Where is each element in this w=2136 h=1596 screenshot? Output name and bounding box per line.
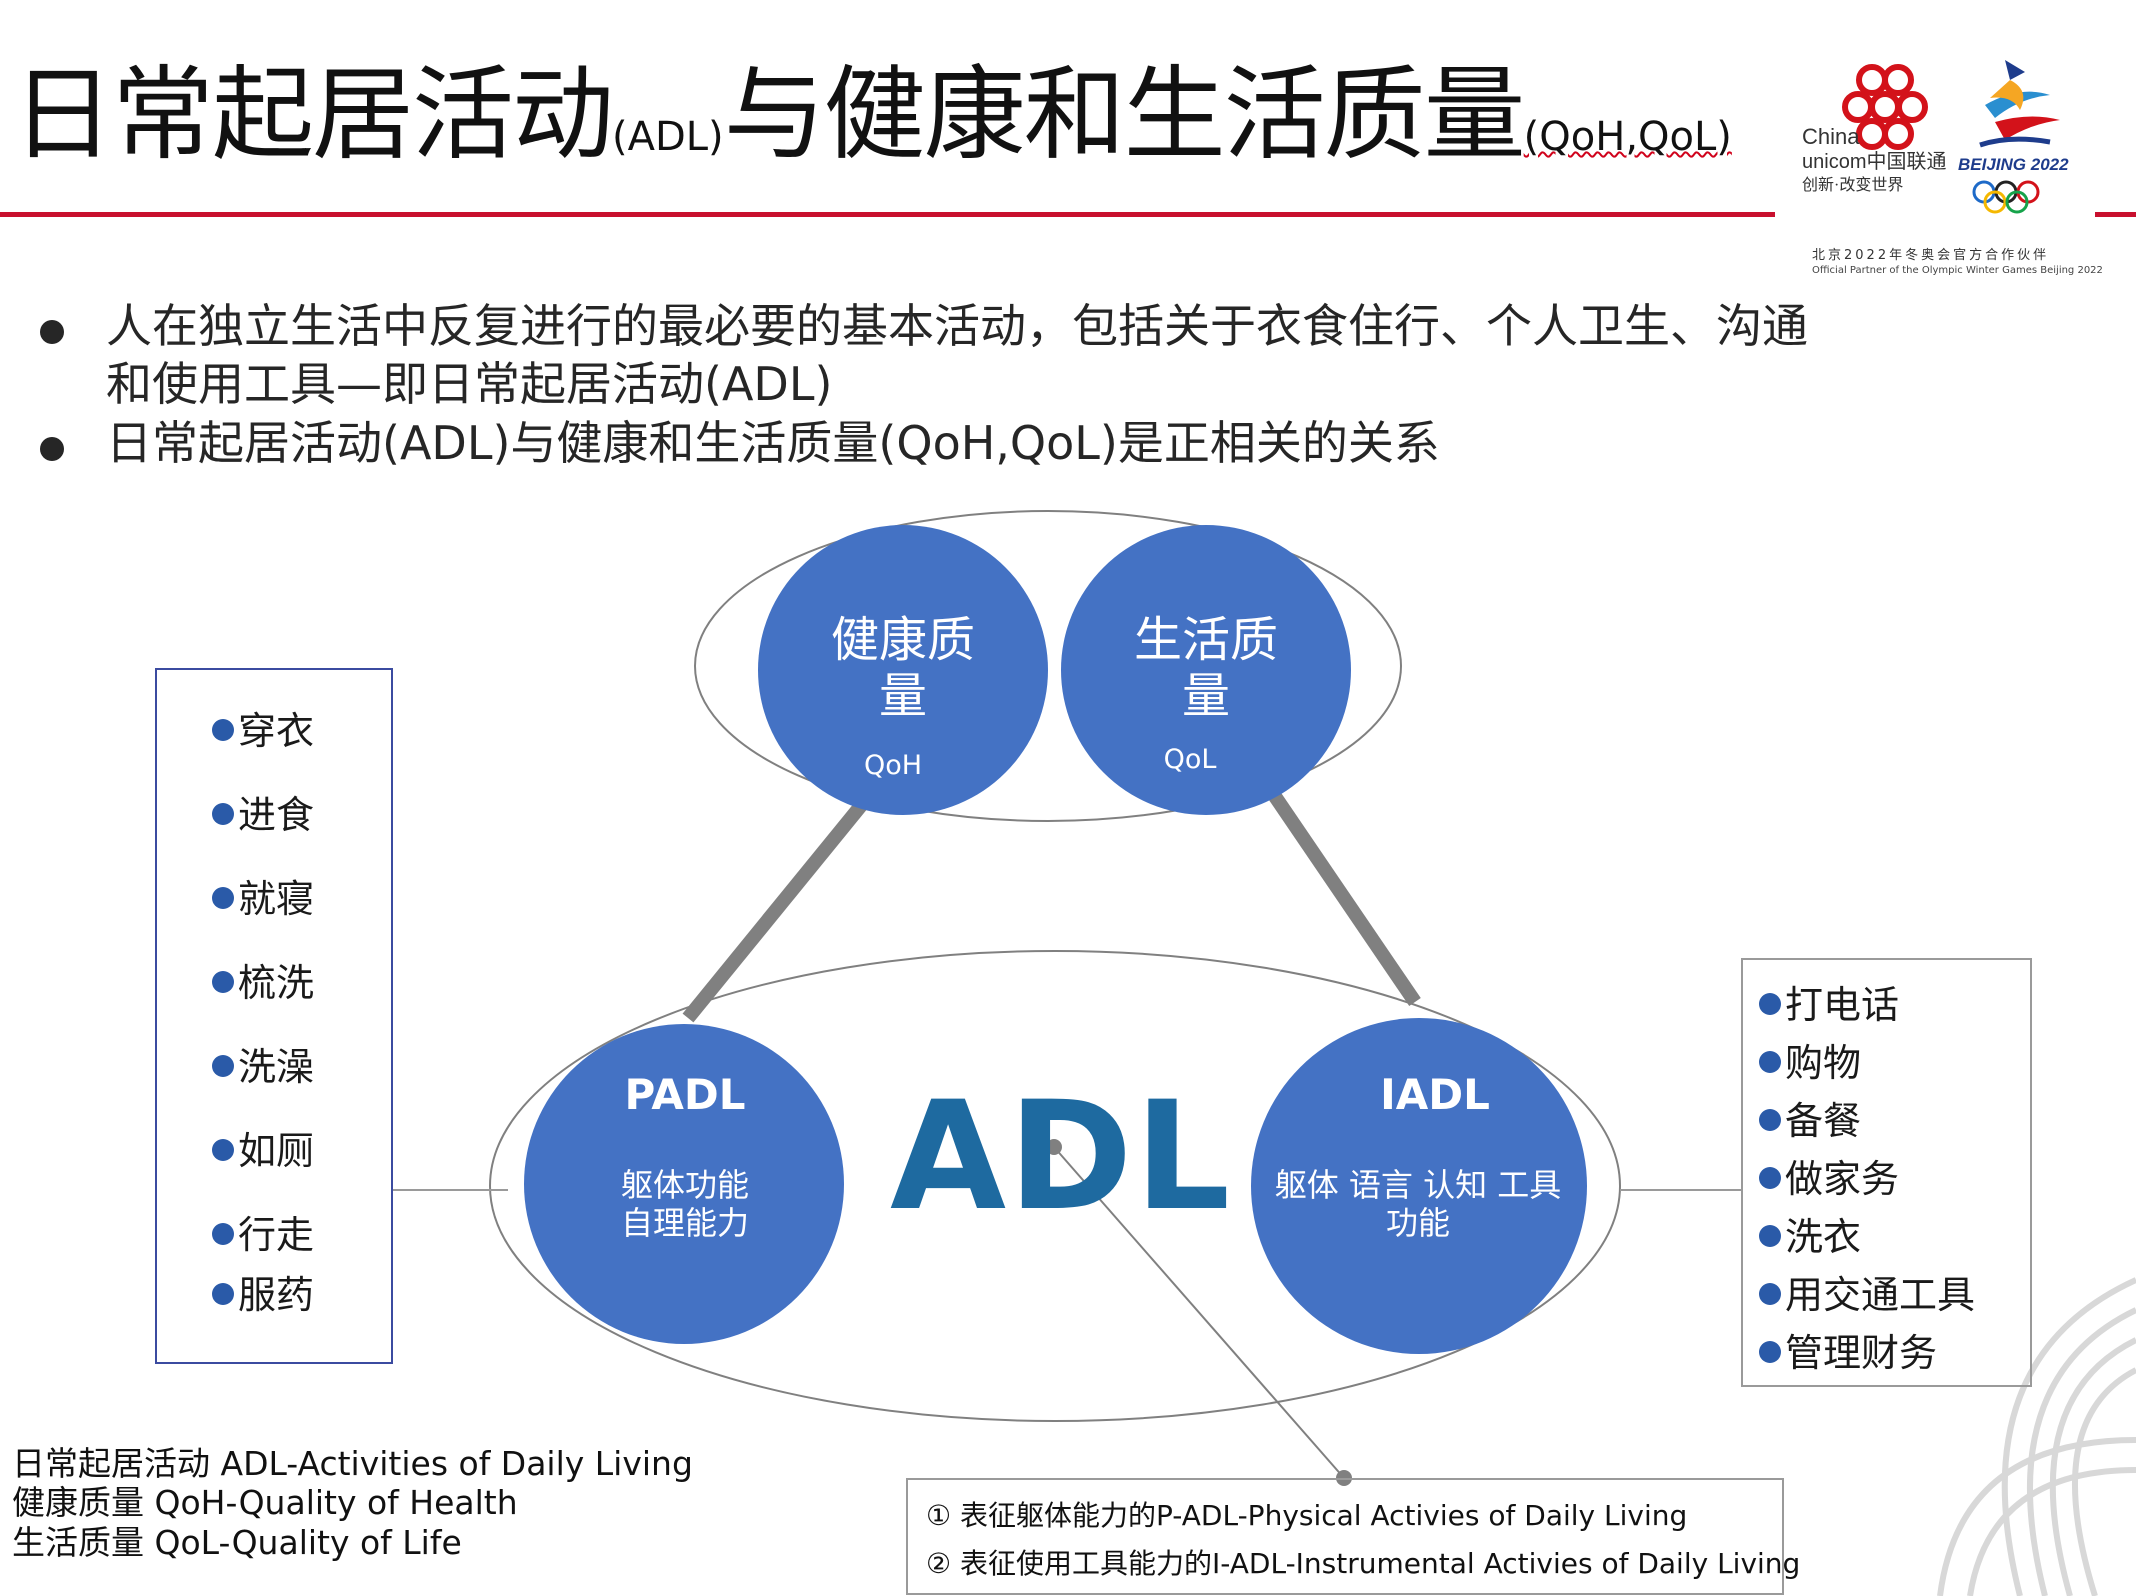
bullet-dot (1759, 1283, 1781, 1305)
bullet-dot (212, 1055, 234, 1077)
quality-group-ellipse (694, 510, 1402, 822)
bullet-item-1: 人在独立生活中反复进行的最必要的基本活动，包括关于衣食住行、个人卫生、沟通 (40, 298, 1940, 354)
padl-desc-line2: 自理能力 (620, 1204, 749, 1242)
adl-center-label: ADL (890, 1070, 1233, 1244)
list-item: 购物 (1759, 1032, 1861, 1087)
logo-unicom-slogan: 创新·改变世界 (1802, 176, 1903, 194)
qoh-abbr: QoH (863, 750, 923, 781)
iadl-circle (1251, 1018, 1587, 1354)
iadl-desc-line2: 功能 (1385, 1204, 1450, 1242)
connector-qol-iadl (1266, 788, 1421, 1006)
iadl-desc: 躯体 语言 认知 工具 功能 (1268, 1166, 1568, 1242)
iadl-title: IADL (1380, 1070, 1490, 1119)
glossary-qoh: 健康质量 QoH-Quality of Health (12, 1483, 518, 1522)
qol-label-line1: 生活质 (1133, 612, 1278, 668)
qoh-label-line1: 健康质 (830, 612, 975, 668)
list-item: 行走 (212, 1204, 314, 1259)
list-item: 如厕 (212, 1120, 314, 1175)
padl-circle (524, 1024, 844, 1344)
logo-beijing-text: BEIJING 2022 (1958, 155, 2069, 174)
sponsor-text-cn: 北京2022年冬奥会官方合作伙伴 (1812, 248, 2050, 263)
list-item: 管理财务 (1759, 1322, 1937, 1377)
list-item: 用交通工具 (1759, 1264, 1975, 1319)
list-item: 备餐 (1759, 1090, 1861, 1145)
padl-desc-line1: 躯体功能 (620, 1166, 749, 1204)
china-unicom-logo: China unicom中国联通 创新·改变世界 (1802, 64, 1946, 194)
bullet-dot (1759, 1225, 1781, 1247)
bullet-dot (212, 971, 234, 993)
pointer-dot-top (1046, 1139, 1062, 1155)
bullet-dot (212, 887, 234, 909)
pointer-line (1053, 1146, 1345, 1479)
list-item: 服药 (212, 1264, 314, 1319)
list-item: 就寝 (212, 868, 314, 923)
connector-qoh-padl (682, 792, 874, 1023)
glossary-adl: 日常起居活动 ADL-Activities of Daily Living (12, 1444, 693, 1483)
list-item: 进食 (212, 784, 314, 839)
bullet-1-line2: 和使用工具—即日常起居活动(ADL) (106, 357, 833, 411)
bullet-dot (40, 437, 64, 461)
qoh-circle (758, 525, 1048, 815)
note-padl: ① 表征躯体能力的P-ADL-Physical Activies of Dail… (926, 1499, 1688, 1532)
bullet-dot (1759, 1167, 1781, 1189)
iadl-desc-line1: 躯体 语言 认知 工具 (1274, 1166, 1562, 1204)
bullet-item-1-cont: 和使用工具—即日常起居活动(ADL) (40, 356, 1940, 412)
bullet-dot (1759, 1109, 1781, 1131)
list-item: 做家务 (1759, 1148, 1899, 1203)
qol-circle (1061, 525, 1351, 815)
bullet-1-line1: 人在独立生活中反复进行的最必要的基本活动，包括关于衣食住行、个人卫生、沟通 (106, 299, 1808, 353)
bullet-dot (212, 1223, 234, 1245)
glossary-qol: 生活质量 QoL-Quality of Life (12, 1523, 462, 1562)
adl-notes-box: ① 表征躯体能力的P-ADL-Physical Activies of Dail… (906, 1478, 1800, 1595)
bullet-dot (1759, 1051, 1781, 1073)
bullet-item-2: 日常起居活动(ADL)与健康和生活质量(QoH,QoL)是正相关的关系 (40, 415, 1940, 471)
bullet-2-line1: 日常起居活动(ADL)与健康和生活质量(QoH,QoL)是正相关的关系 (106, 416, 1440, 470)
list-item: 梳洗 (212, 952, 314, 1007)
bullet-dot (212, 719, 234, 741)
title-part1: 日常起居活动 (12, 56, 614, 175)
bullet-dot (212, 1283, 234, 1305)
note-iadl: ② 表征使用工具能力的I-ADL-Instrumental Activies o… (926, 1547, 1801, 1580)
beijing-2022-logo: BEIJING 2022 (1958, 60, 2069, 214)
qol-label-line2: 量 (1181, 668, 1230, 724)
bullet-dot (1759, 993, 1781, 1015)
list-item: 洗衣 (1759, 1206, 1861, 1261)
qol-abbr: QoL (1163, 744, 1217, 775)
list-item: 打电话 (1759, 974, 1899, 1029)
title-underline-right (2095, 212, 2136, 217)
padl-activities-box: 穿衣 进食 就寝 梳洗 洗澡 如厕 行走 服药 (155, 668, 393, 1364)
bullet-dot (212, 803, 234, 825)
bullet-dot (40, 320, 64, 344)
logo-unicom-en1: China (1802, 124, 1860, 149)
qoh-label-line2: 量 (878, 668, 927, 724)
list-item: 穿衣 (212, 700, 314, 755)
padl-desc: 躯体功能 自理能力 (585, 1166, 785, 1242)
bullet-dot (212, 1139, 234, 1161)
adl-group-ellipse (489, 950, 1621, 1422)
sponsor-text-en: Official Partner of the Olympic Winter G… (1812, 265, 2103, 276)
page-title: 日常起居活动(ADL)与健康和生活质量(QoH,QoL) (12, 55, 1732, 177)
padl-title: PADL (624, 1070, 746, 1119)
title-underline (0, 212, 1775, 217)
qol-circle-label: 生活质 量 (1106, 612, 1306, 724)
qoh-circle-label: 健康质 量 (803, 612, 1003, 724)
list-item: 洗澡 (212, 1036, 314, 1091)
iadl-activities-box: 打电话 购物 备餐 做家务 洗衣 用交通工具 管理财务 (1741, 958, 2032, 1387)
logo-unicom-en2: unicom中国联通 (1802, 150, 1946, 173)
title-abbr1: (ADL) (612, 114, 724, 160)
bullet-dot (1759, 1341, 1781, 1363)
title-abbr2: (QoH,QoL) (1523, 114, 1732, 160)
decorative-swirl (1937, 1277, 2136, 1596)
title-part2: 与健康和生活质量 (723, 56, 1526, 175)
